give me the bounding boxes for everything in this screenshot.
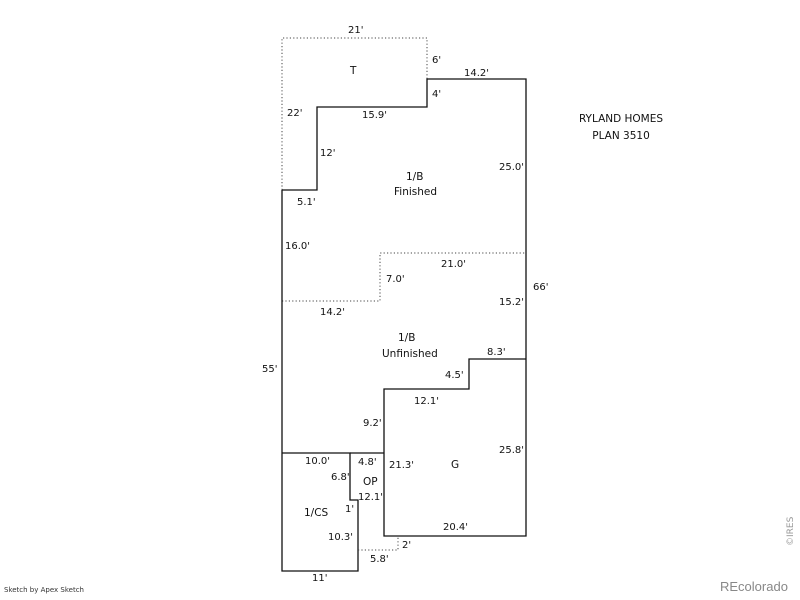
dim-label: 66' <box>533 282 548 293</box>
dim-label: 5.1' <box>297 197 316 208</box>
dim-label: 4.5' <box>445 370 464 381</box>
dim-label: 16.0' <box>285 241 310 252</box>
room-open-porch: OP <box>363 476 378 488</box>
ires-watermark: ©IRES <box>786 516 796 546</box>
dim-label: 21.3' <box>389 460 414 471</box>
sketch-credit: Sketch by Apex Sketch <box>4 586 84 594</box>
dim-label: 22' <box>287 108 302 119</box>
terrace-dotted-outline <box>281 37 428 190</box>
dim-label: 21.0' <box>441 259 466 270</box>
dim-label: 25.8' <box>499 445 524 456</box>
dim-label: 20.4' <box>443 522 468 533</box>
room-unfinished-line1: 1/B <box>398 332 415 344</box>
dim-label: 14.2' <box>464 68 489 79</box>
dim-label: 14.2' <box>320 307 345 318</box>
dim-label: 2' <box>402 540 411 551</box>
main-outer-wall <box>282 78 527 537</box>
room-finished-line1: 1/B <box>406 171 423 183</box>
dim-label: 21' <box>348 25 363 36</box>
dim-label: 6.8' <box>331 472 350 483</box>
dim-label: 6' <box>432 55 441 66</box>
dim-label: 12.1' <box>414 396 439 407</box>
dim-label: 12.1' <box>358 492 383 503</box>
dim-label: 4' <box>432 89 441 100</box>
dim-label: 1' <box>345 504 354 515</box>
dim-label: 5.8' <box>370 554 389 565</box>
dim-label: 15.2' <box>499 297 524 308</box>
dim-label: 7.0' <box>386 274 405 285</box>
dim-label: 10.3' <box>328 532 353 543</box>
dim-label: 55' <box>262 364 277 375</box>
dim-label: 10.0' <box>305 456 330 467</box>
dim-label: 8.3' <box>487 347 506 358</box>
dim-label: 4.8' <box>358 457 377 468</box>
plan-title-builder: RYLAND HOMES <box>578 113 664 125</box>
room-finished-line2: Finished <box>394 186 437 198</box>
room-unfinished-line2: Unfinished <box>382 348 438 360</box>
dim-label: 11' <box>312 573 327 584</box>
dim-label: 15.9' <box>362 110 387 121</box>
room-crawl-space: 1/CS <box>304 507 329 519</box>
room-garage: G <box>451 459 459 471</box>
dim-label: 12' <box>320 148 335 159</box>
porch-dotted-stub <box>358 536 399 551</box>
brand-logo-text: REcolorado <box>720 579 788 594</box>
dim-label: 9.2' <box>363 418 382 429</box>
dim-label: 25.0' <box>499 162 524 173</box>
room-terrace: T <box>349 65 357 77</box>
plan-title-number: PLAN 3510 <box>592 130 650 142</box>
